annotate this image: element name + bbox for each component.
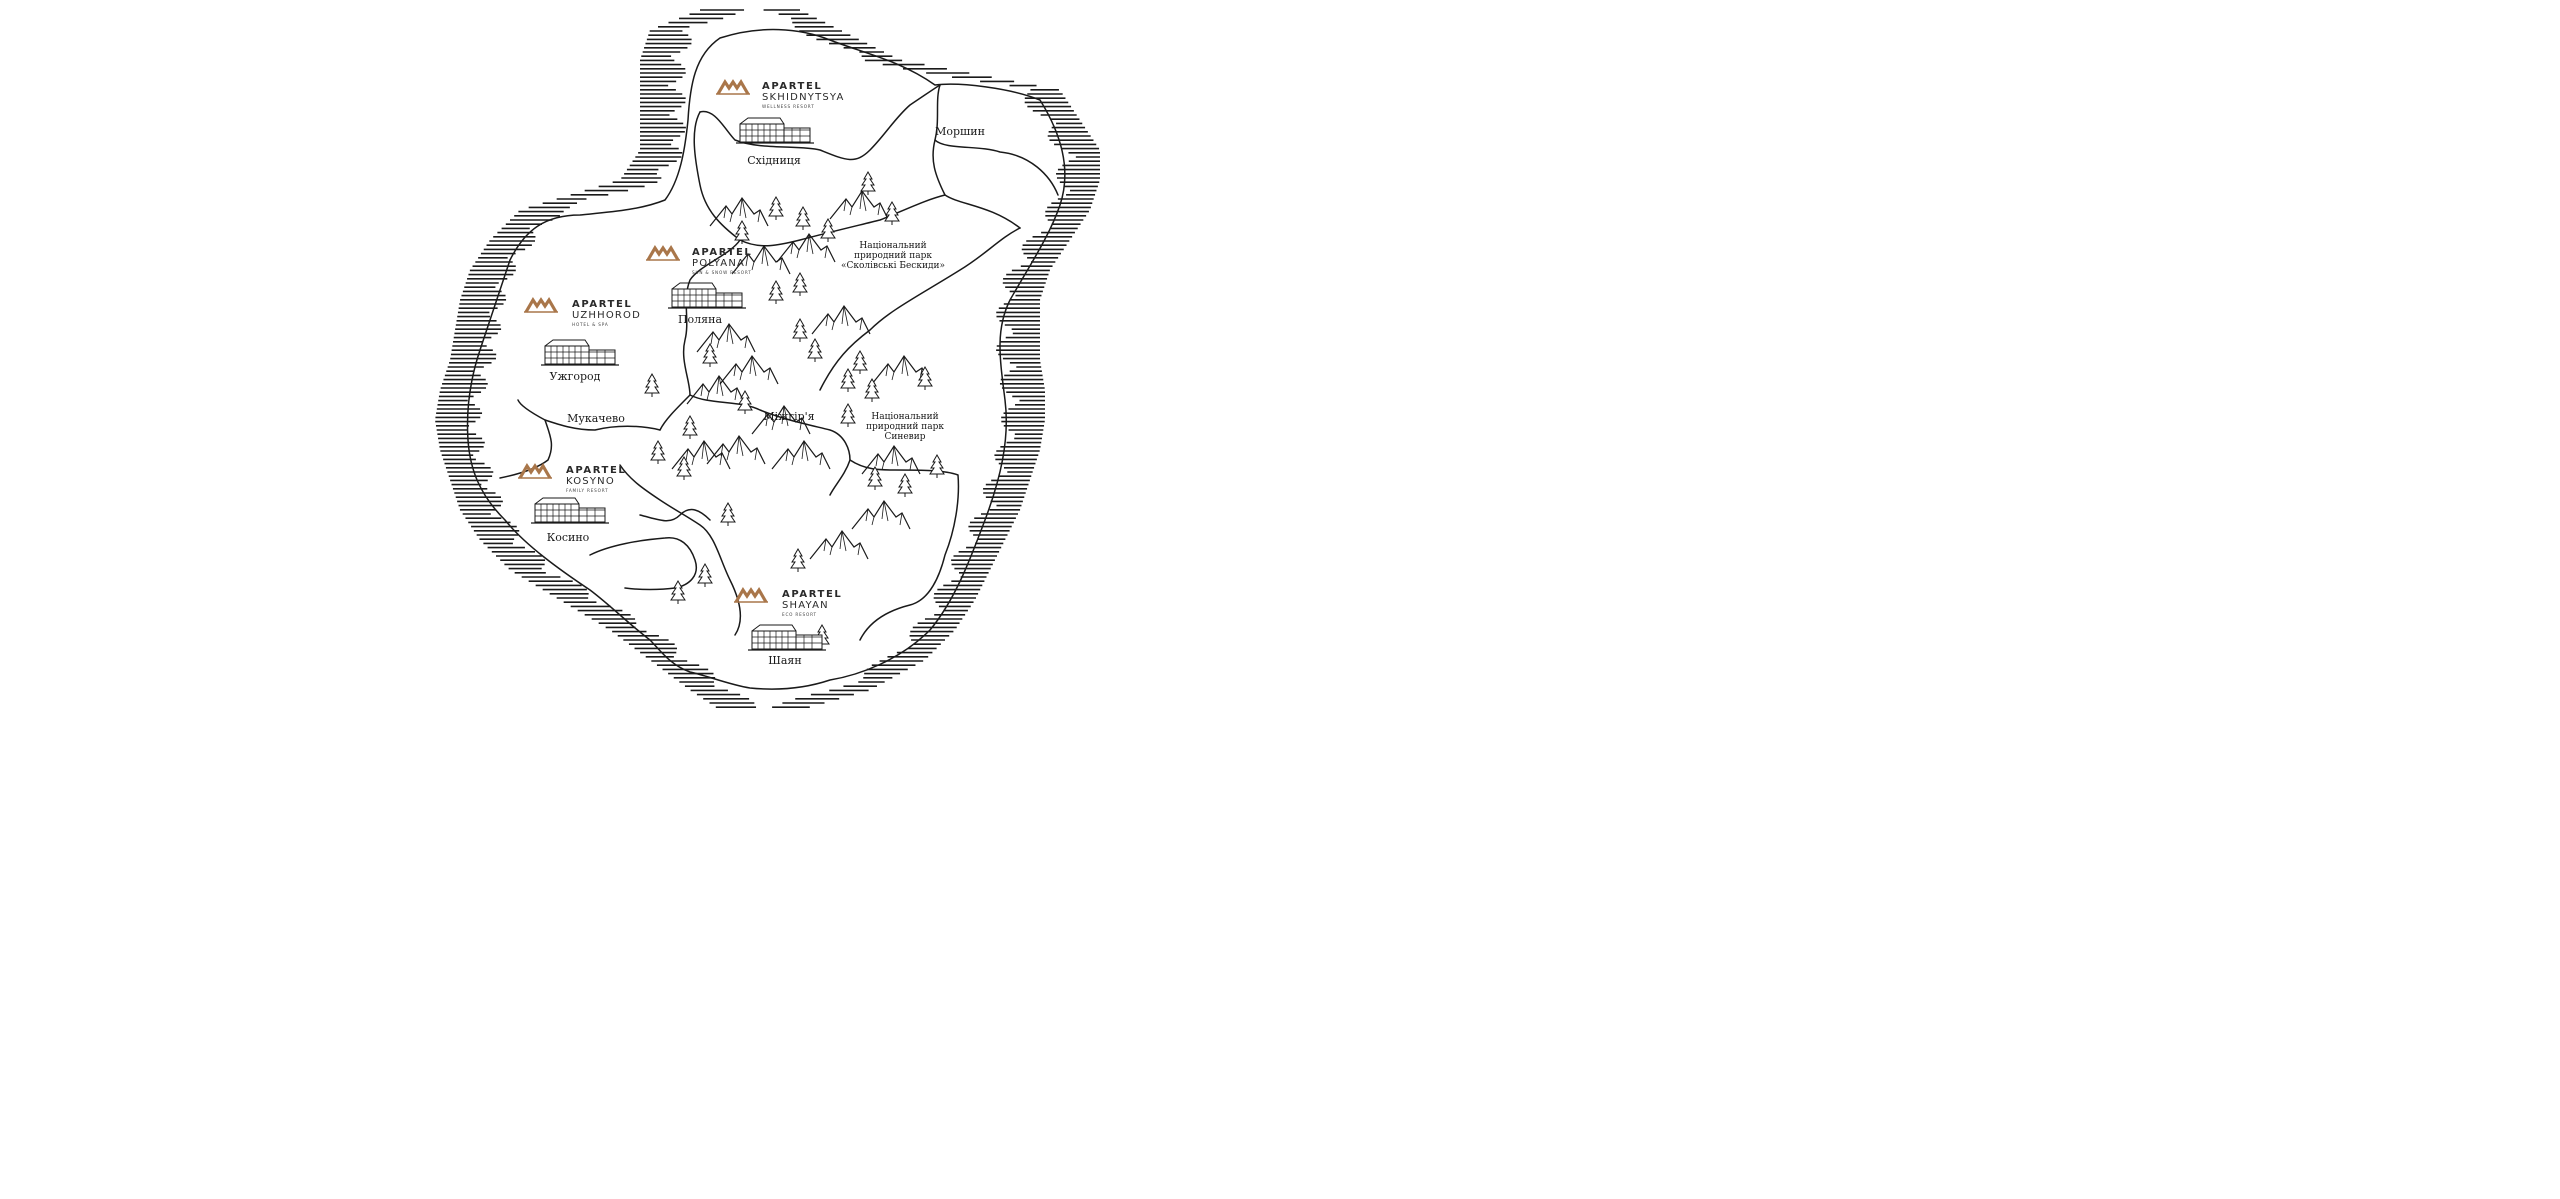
resort-tagline-label: WELLNESS RESORT: [762, 104, 815, 109]
resort-brand-label: APARTEL: [572, 299, 632, 310]
water-hatching: [435, 9, 1100, 709]
resort-brand-label: APARTEL: [692, 247, 752, 258]
town-label-kosyno: Косино: [547, 531, 590, 544]
resort-logo-polyana[interactable]: APARTEL POLYANA SUN & SNOW RESORT: [644, 246, 752, 275]
hotel-building-skhidnytsya: [735, 117, 815, 144]
resort-brand-label: APARTEL: [566, 465, 626, 476]
hotel-building-polyana: [667, 282, 747, 309]
resort-name-label: KOSYNO: [566, 476, 615, 487]
resort-logo-kosyno[interactable]: APARTEL KOSYNO FAMILY RESORT: [516, 464, 626, 493]
town-label-uzhhorod: Ужгород: [550, 370, 601, 383]
town-label-mizhhiria: Міжгір'я: [763, 410, 814, 423]
resort-tagline-label: FAMILY RESORT: [566, 488, 608, 493]
resort-brand-label: APARTEL: [782, 589, 842, 600]
svg-text:Національний: Національний: [859, 241, 926, 251]
park-label-skole: Національний природний парк «Сколівські …: [841, 241, 945, 271]
resort-logo-shayan[interactable]: APARTEL SHAYAN ECO RESORT: [732, 588, 842, 617]
resort-tagline-label: SUN & SNOW RESORT: [692, 270, 752, 275]
resort-name-label: POLYANA: [692, 258, 745, 269]
illustrated-map: APARTEL SKHIDNYTSYA WELLNESS RESORT APAR…: [435, 9, 1100, 709]
resort-logo-uzhhorod[interactable]: APARTEL UZHHOROD HOTEL & SPA: [522, 298, 641, 327]
resort-name-label: UZHHOROD: [572, 310, 641, 321]
resort-name-label: SKHIDNYTSYA: [762, 92, 845, 103]
svg-text:«Сколівські Бескиди»: «Сколівські Бескиди»: [841, 261, 945, 271]
town-label-mukachevo: Мукачево: [567, 412, 625, 425]
hotel-building-uzhhorod: [540, 339, 620, 366]
park-label-synevyr: Національний природний парк Синевир: [866, 412, 944, 442]
resort-name-label: SHAYAN: [782, 600, 829, 611]
hotel-building-kosyno: [530, 497, 610, 524]
svg-text:Національний: Національний: [871, 412, 938, 422]
resort-brand-label: APARTEL: [762, 81, 822, 92]
town-label-polyana: Поляна: [678, 313, 722, 326]
resort-logo-skhidnytsya[interactable]: APARTEL SKHIDNYTSYA WELLNESS RESORT: [714, 80, 845, 109]
town-label-morshyn: Моршин: [935, 125, 985, 138]
svg-text:природний парк: природний парк: [854, 251, 932, 261]
resort-tagline-label: ECO RESORT: [782, 612, 817, 617]
resort-tagline-label: HOTEL & SPA: [572, 322, 609, 327]
svg-text:Синевир: Синевир: [884, 432, 925, 442]
town-label-shayan: Шаян: [768, 654, 801, 667]
hotel-building-shayan: [747, 624, 827, 651]
svg-text:природний парк: природний парк: [866, 422, 944, 432]
town-label-skhidnytsya: Східниця: [747, 154, 801, 167]
island-outline: [466, 28, 1066, 690]
